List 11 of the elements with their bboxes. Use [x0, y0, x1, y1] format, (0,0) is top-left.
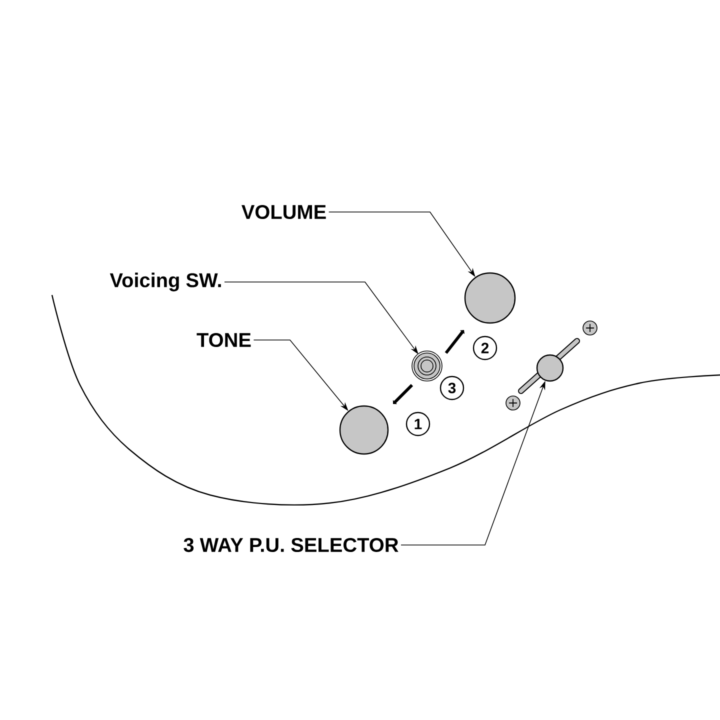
part-label: VOLUME: [242, 204, 326, 220]
selector-knob: [536, 354, 564, 382]
part-label: Voicing SW.: [110, 272, 221, 292]
callout-number: 2: [472, 336, 498, 360]
callout-number: 1: [406, 412, 430, 436]
control-knob: [339, 405, 389, 455]
voicing-switch: [412, 350, 442, 382]
callout-number: 3: [440, 376, 464, 400]
part-label: 3 WAY P.U. SELECTOR: [184, 538, 398, 552]
control-knob: [464, 272, 516, 324]
part-label: TONE: [196, 332, 251, 348]
